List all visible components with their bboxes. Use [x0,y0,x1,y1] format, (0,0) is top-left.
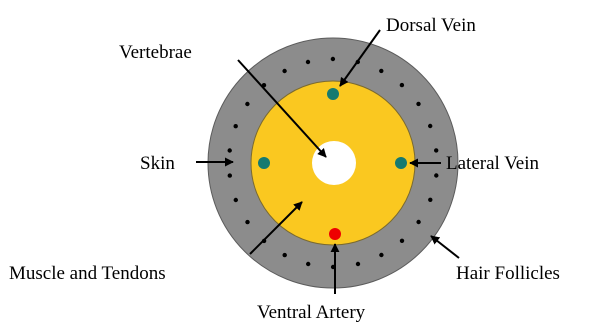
hair-follicle-dot [428,198,432,202]
hair-follicle-dot [228,148,232,152]
dorsal-vein-label: Dorsal Vein [386,15,476,36]
hair-follicle-dot [416,220,420,224]
lateral-vein-left-dot [258,157,270,169]
hair-follicle-dot [379,69,383,73]
hair-follicles-arrow [431,236,459,258]
hair-follicle-dot [245,102,249,106]
muscle-tendons-label: Muscle and Tendons [9,263,166,284]
hair-follicle-dot [434,173,438,177]
hair-follicle-dot [306,262,310,266]
ventral-artery-dot [329,228,341,240]
lateral-vein-label: Lateral Vein [446,153,540,174]
ventral-artery-label: Ventral Artery [257,302,366,323]
hair-follicle-dot [234,124,238,128]
lateral-vein-right-dot [395,157,407,169]
hair-follicle-dot [306,60,310,64]
hair-follicles-label: Hair Follicles [456,263,560,284]
hair-follicle-dot [400,83,404,87]
hair-follicle-dot [379,253,383,257]
hair-follicle-dot [416,102,420,106]
vertebrae-label: Vertebrae [119,42,192,63]
hair-follicle-dot [434,148,438,152]
hair-follicle-dot [234,198,238,202]
hair-follicle-dot [282,69,286,73]
skin-label: Skin [140,153,175,174]
hair-follicle-dot [331,57,335,61]
hair-follicle-dot [228,173,232,177]
hair-follicle-dot [245,220,249,224]
hair-follicle-dot [283,253,287,257]
hair-follicle-dot [428,124,432,128]
hair-follicle-dot [356,262,360,266]
dorsal-vein-dot [327,88,339,100]
hair-follicle-dot [400,239,404,243]
